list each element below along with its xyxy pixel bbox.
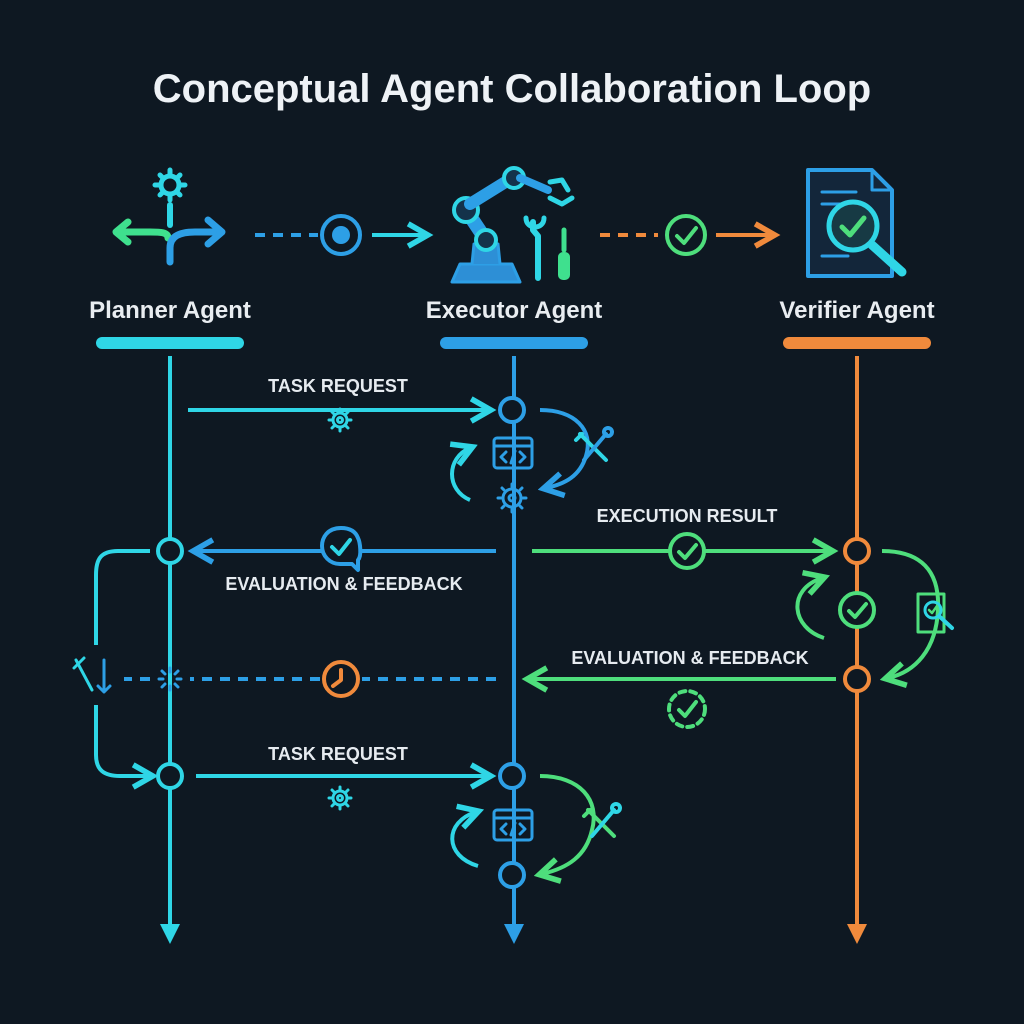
executor-node-2	[498, 762, 526, 790]
verifier-loop-left-arrow	[795, 578, 824, 640]
planner-node-1	[156, 537, 184, 565]
task-request-label-1: TASK REQUEST	[268, 376, 408, 396]
code-window-icon	[492, 808, 534, 842]
check-speech-bubble-icon	[320, 526, 363, 572]
gear-icon	[327, 407, 353, 433]
gear-icon	[496, 482, 528, 514]
evaluation-feedback-label-2: EVALUATION & FEEDBACK	[571, 648, 808, 668]
task-request-label-2: TASK REQUEST	[268, 744, 408, 764]
code-window-icon	[492, 436, 534, 470]
executor-node-1	[498, 396, 526, 424]
check-circle-icon	[838, 591, 876, 629]
clock-icon	[322, 660, 360, 698]
gear-icon	[327, 785, 353, 811]
executor-to-verifier-dispatch-arrow	[600, 214, 772, 256]
verifier-agent-label: Verifier Agent	[779, 297, 934, 324]
wrench-screwdriver-icon	[582, 802, 622, 838]
sparkle-icon	[157, 666, 183, 692]
planner-to-executor-dispatch-arrow	[255, 214, 425, 256]
verifier-loop-right-arrow	[882, 549, 941, 678]
planner-agent-label: Planner Agent	[89, 297, 251, 324]
evaluation-feedback-label-1: EVALUATION & FEEDBACK	[225, 574, 462, 594]
executor-agent-label: Executor Agent	[426, 297, 602, 324]
planner-loop-down-line	[94, 549, 150, 645]
verifier-node-2	[843, 665, 871, 693]
executor-loop-right-arrow-2	[540, 774, 596, 874]
wrench-screwdriver-icon	[574, 426, 614, 462]
planner-loop-return-arrow	[94, 705, 150, 776]
execution-result-label: EXECUTION RESULT	[597, 506, 778, 526]
check-circle-icon	[668, 532, 706, 570]
tool-down-arrow-icon	[72, 656, 112, 694]
executor-loop-right-arrow-1	[540, 408, 590, 488]
diagram-title: Conceptual Agent Collaboration Loop	[153, 67, 871, 111]
executor-loop-left-arrow-1	[452, 448, 470, 502]
robot-arm-tools-icon	[450, 166, 575, 284]
executor-node-3	[498, 861, 526, 889]
dashed-check-circle-icon	[667, 689, 707, 729]
document-search-icon	[916, 592, 954, 634]
planner-node-2	[156, 762, 184, 790]
verifier-node-1	[843, 537, 871, 565]
document-magnifier-check-icon	[806, 168, 907, 278]
executor-loop-left-arrow-2	[450, 812, 478, 868]
branching-arrows-gear-icon	[112, 167, 226, 266]
